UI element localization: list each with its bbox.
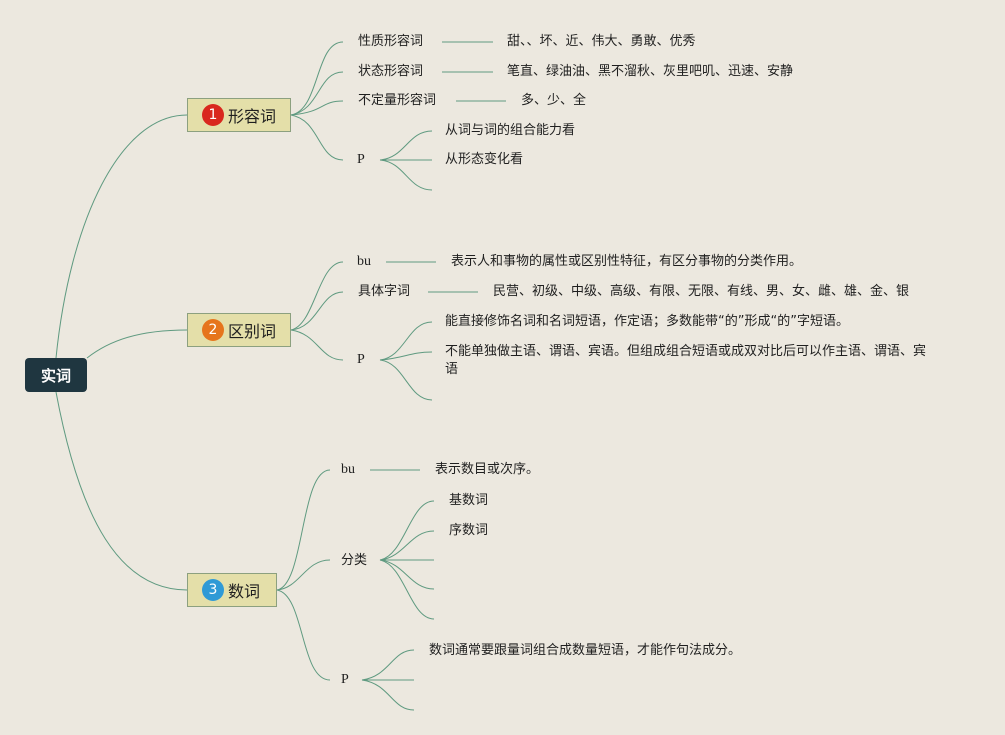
subtopic-detail[interactable]: 笔直、绿油油、黑不溜秋、灰里吧叽、迅速、安静	[507, 64, 794, 79]
subtopic-label[interactable]: 性质形容词	[358, 34, 424, 49]
subtopic-label[interactable]: 具体字词	[358, 284, 411, 299]
number-badge-icon: 1	[202, 104, 224, 126]
topic-distinguishing-word[interactable]: 2 区别词	[187, 313, 291, 347]
subtopic-detail[interactable]: 多、少、全	[521, 93, 587, 108]
number-badge-icon: 2	[202, 319, 224, 341]
list-item[interactable]: 从词与词的组合能力看	[445, 123, 576, 138]
list-item[interactable]: 能直接修饰名词和名词短语，作定语；多数能带“的”形成“的”字短语。	[445, 314, 849, 329]
number-badge-icon: 3	[202, 579, 224, 601]
list-item[interactable]: 从形态变化看	[445, 152, 524, 167]
subtopic-label[interactable]: 不定量形容词	[358, 93, 437, 108]
topic-numeral[interactable]: 3 数词	[187, 573, 277, 607]
subtopic-detail[interactable]: 表示人和事物的属性或区别性特征，有区分事物的分类作用。	[451, 254, 803, 269]
subtopic-label[interactable]: bu	[357, 254, 371, 269]
subtopic-detail[interactable]: 甜、、坏、近、伟大、勇敢、优秀	[507, 34, 696, 49]
subtopic-label[interactable]: P	[357, 352, 365, 367]
subtopic-label[interactable]: P	[341, 672, 349, 687]
topic-adjective[interactable]: 1 形容词	[187, 98, 291, 132]
topic-label: 区别词	[228, 322, 277, 341]
list-item[interactable]: 数词通常要跟量词组合成数量短语，才能作句法成分。	[429, 643, 742, 658]
subtopic-detail[interactable]: 民营、初级、中级、高级、有限、无限、有线、男、女、雌、雄、金、银	[493, 284, 910, 299]
subtopic-label[interactable]: bu	[341, 462, 355, 477]
subtopic-label[interactable]: 状态形容词	[358, 64, 424, 79]
root-topic[interactable]: 实词	[25, 358, 87, 392]
list-item[interactable]: 不能单独做主语、谓语、宾语。但组成组合短语或成双对比后可以作主语、谓语、宾语	[445, 344, 927, 377]
list-item[interactable]: 基数词	[449, 493, 489, 508]
subtopic-detail[interactable]: 表示数目或次序。	[435, 462, 540, 477]
subtopic-label[interactable]: P	[357, 152, 365, 167]
subtopic-label[interactable]: 分类	[341, 553, 368, 568]
list-item[interactable]: 序数词	[449, 523, 489, 538]
topic-label: 数词	[228, 582, 261, 601]
topic-label: 形容词	[228, 107, 277, 126]
